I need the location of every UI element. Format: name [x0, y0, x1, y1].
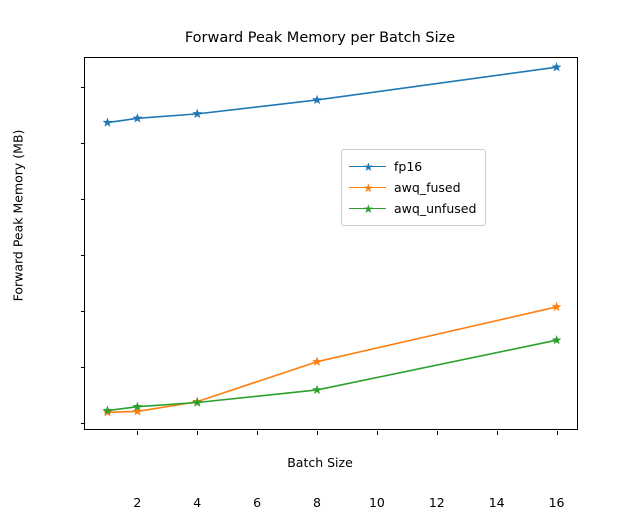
y-axis-label: Forward Peak Memory (MB) [10, 129, 26, 302]
x-tick-label: 12 [428, 495, 445, 510]
data-point-marker [551, 62, 562, 72]
x-tick-mark [197, 431, 199, 435]
series-line [106, 66, 558, 124]
y-tick-mark [81, 143, 85, 145]
x-tick-mark [376, 431, 378, 435]
x-tick-mark [496, 431, 498, 435]
legend-line [349, 165, 386, 167]
series-line [106, 306, 558, 414]
x-axis-label: Batch Size [287, 455, 353, 470]
y-tick-mark [81, 199, 85, 201]
y-tick-mark [81, 422, 85, 424]
data-point-marker [312, 94, 322, 105]
plot-area: 600080001000012000140001600018000 246810… [81, 57, 578, 510]
data-point-marker [192, 108, 203, 119]
chart-figure: Forward Peak Memory per Batch Size 60008… [10, 30, 578, 510]
legend-swatch: ★ [349, 160, 386, 174]
legend-line [349, 207, 386, 209]
chart-legend: ★ fp16 ★ awq_fused ★ awq_unfused [341, 149, 487, 226]
y-tick-mark [81, 310, 85, 312]
legend-label: awq_fused [394, 180, 461, 195]
legend-label: awq_unfused [394, 201, 477, 216]
x-tick-label: 4 [193, 495, 202, 510]
x-tick-label: 8 [313, 495, 321, 510]
y-tick-mark [81, 254, 85, 256]
legend-swatch: ★ [349, 181, 386, 195]
x-tick-label: 6 [253, 495, 262, 510]
x-tick-label: 16 [548, 495, 565, 510]
series-line [106, 339, 558, 412]
chart-title: Forward Peak Memory per Batch Size [184, 30, 456, 46]
series-awq_unfused [102, 334, 562, 415]
star-icon: ★ [363, 201, 374, 216]
data-point-marker [132, 406, 143, 416]
data-point-marker [132, 113, 143, 123]
y-tick-mark [81, 366, 85, 368]
data-point-marker [102, 405, 113, 415]
series-fp16 [102, 62, 562, 127]
star-icon: ★ [363, 180, 374, 195]
x-tick-mark [257, 431, 259, 435]
data-point-marker [192, 397, 203, 407]
x-tick-mark [317, 431, 319, 435]
star-icon: ★ [363, 159, 374, 174]
data-point-marker [551, 301, 562, 312]
legend-item-awq_unfused[interactable]: ★ awq_unfused [349, 198, 476, 219]
legend-item-awq_fused[interactable]: ★ awq_fused [349, 177, 476, 198]
legend-swatch: ★ [349, 202, 386, 216]
x-tick-label: 2 [133, 495, 142, 510]
series-awq_fused [102, 301, 562, 417]
plot-svg [102, 62, 562, 417]
x-tick-label: 10 [368, 495, 385, 510]
x-tick-mark [137, 431, 139, 435]
y-tick-mark [81, 87, 85, 89]
data-point-marker [312, 384, 322, 395]
data-point-marker [312, 356, 322, 366]
data-point-marker [132, 401, 143, 411]
data-point-marker [551, 334, 562, 345]
legend-label: fp16 [394, 159, 423, 174]
data-point-marker [102, 117, 113, 127]
x-tick-mark [436, 431, 438, 435]
x-tick-label: 14 [488, 495, 505, 510]
legend-item-fp16[interactable]: ★ fp16 [349, 156, 476, 177]
legend-line [349, 186, 386, 188]
x-tick-mark [556, 431, 558, 435]
